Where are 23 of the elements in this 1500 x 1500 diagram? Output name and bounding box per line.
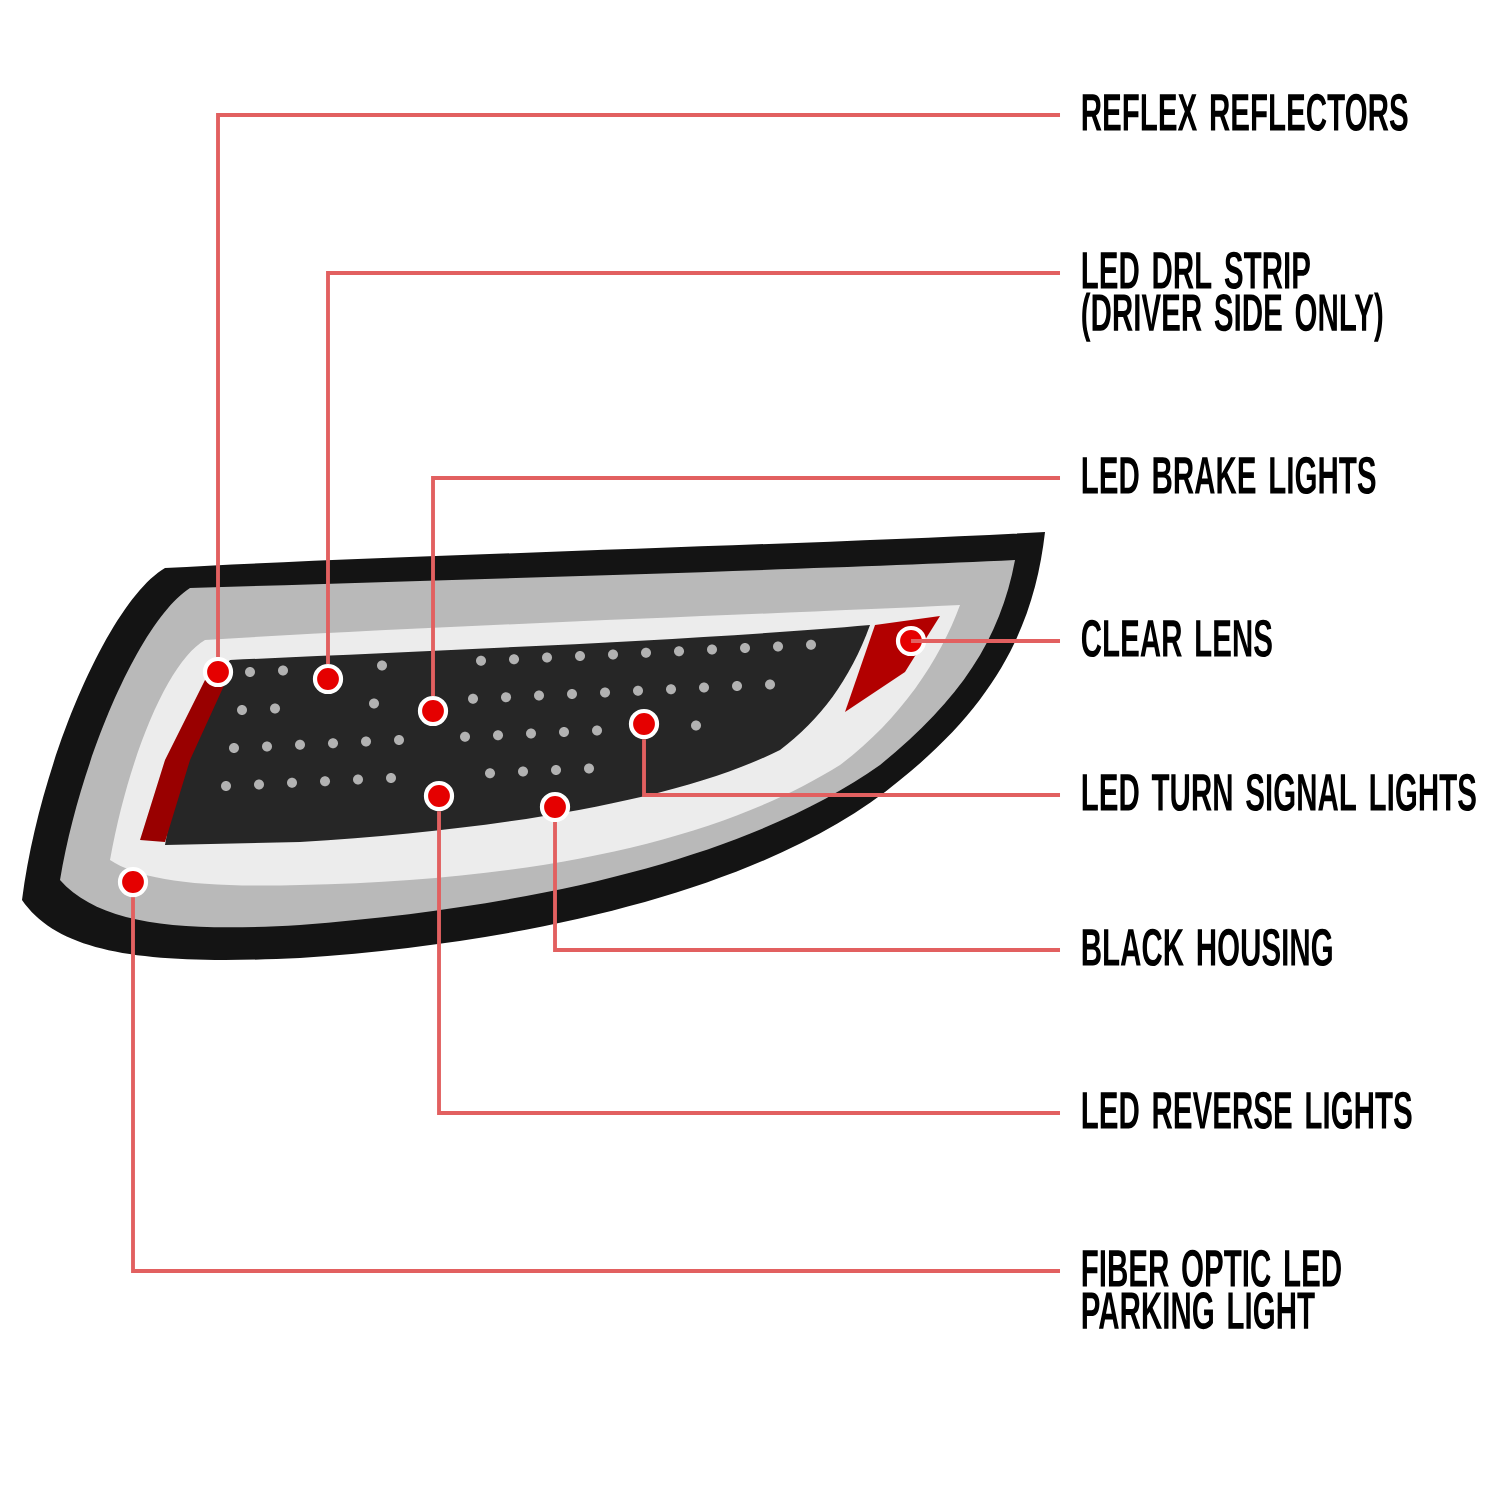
callout-label: LED REVERSE LIGHTS <box>1082 1091 1412 1130</box>
marker-dot <box>628 708 660 740</box>
callout-label: LED DRL STRIP (DRIVER SIDE ONLY) <box>1082 251 1383 342</box>
marker-dot <box>312 663 344 695</box>
callout-label: LED BRAKE LIGHTS <box>1082 456 1376 495</box>
leader-line <box>911 639 1060 643</box>
callout-label: FIBER OPTIC LED PARKING LIGHT <box>1082 1249 1341 1330</box>
leader-line <box>431 476 1060 696</box>
callout-label: REFLEX REFLECTORS <box>1082 93 1408 132</box>
leader-line <box>131 897 1060 1273</box>
leader-line <box>642 739 1060 797</box>
callout-label: LED TURN SIGNAL LIGHTS <box>1082 773 1476 812</box>
marker-dot <box>539 791 571 823</box>
callout-label: BLACK HOUSING <box>1082 928 1332 967</box>
leader-line <box>553 822 1060 952</box>
leader-line <box>437 811 1060 1115</box>
marker-dot <box>202 656 234 688</box>
callout-label: CLEAR LENS <box>1081 619 1272 658</box>
leader-line <box>326 271 1060 664</box>
marker-dot <box>417 695 449 727</box>
leader-line <box>216 113 1060 657</box>
marker-dot <box>117 866 149 898</box>
marker-dot <box>423 780 455 812</box>
